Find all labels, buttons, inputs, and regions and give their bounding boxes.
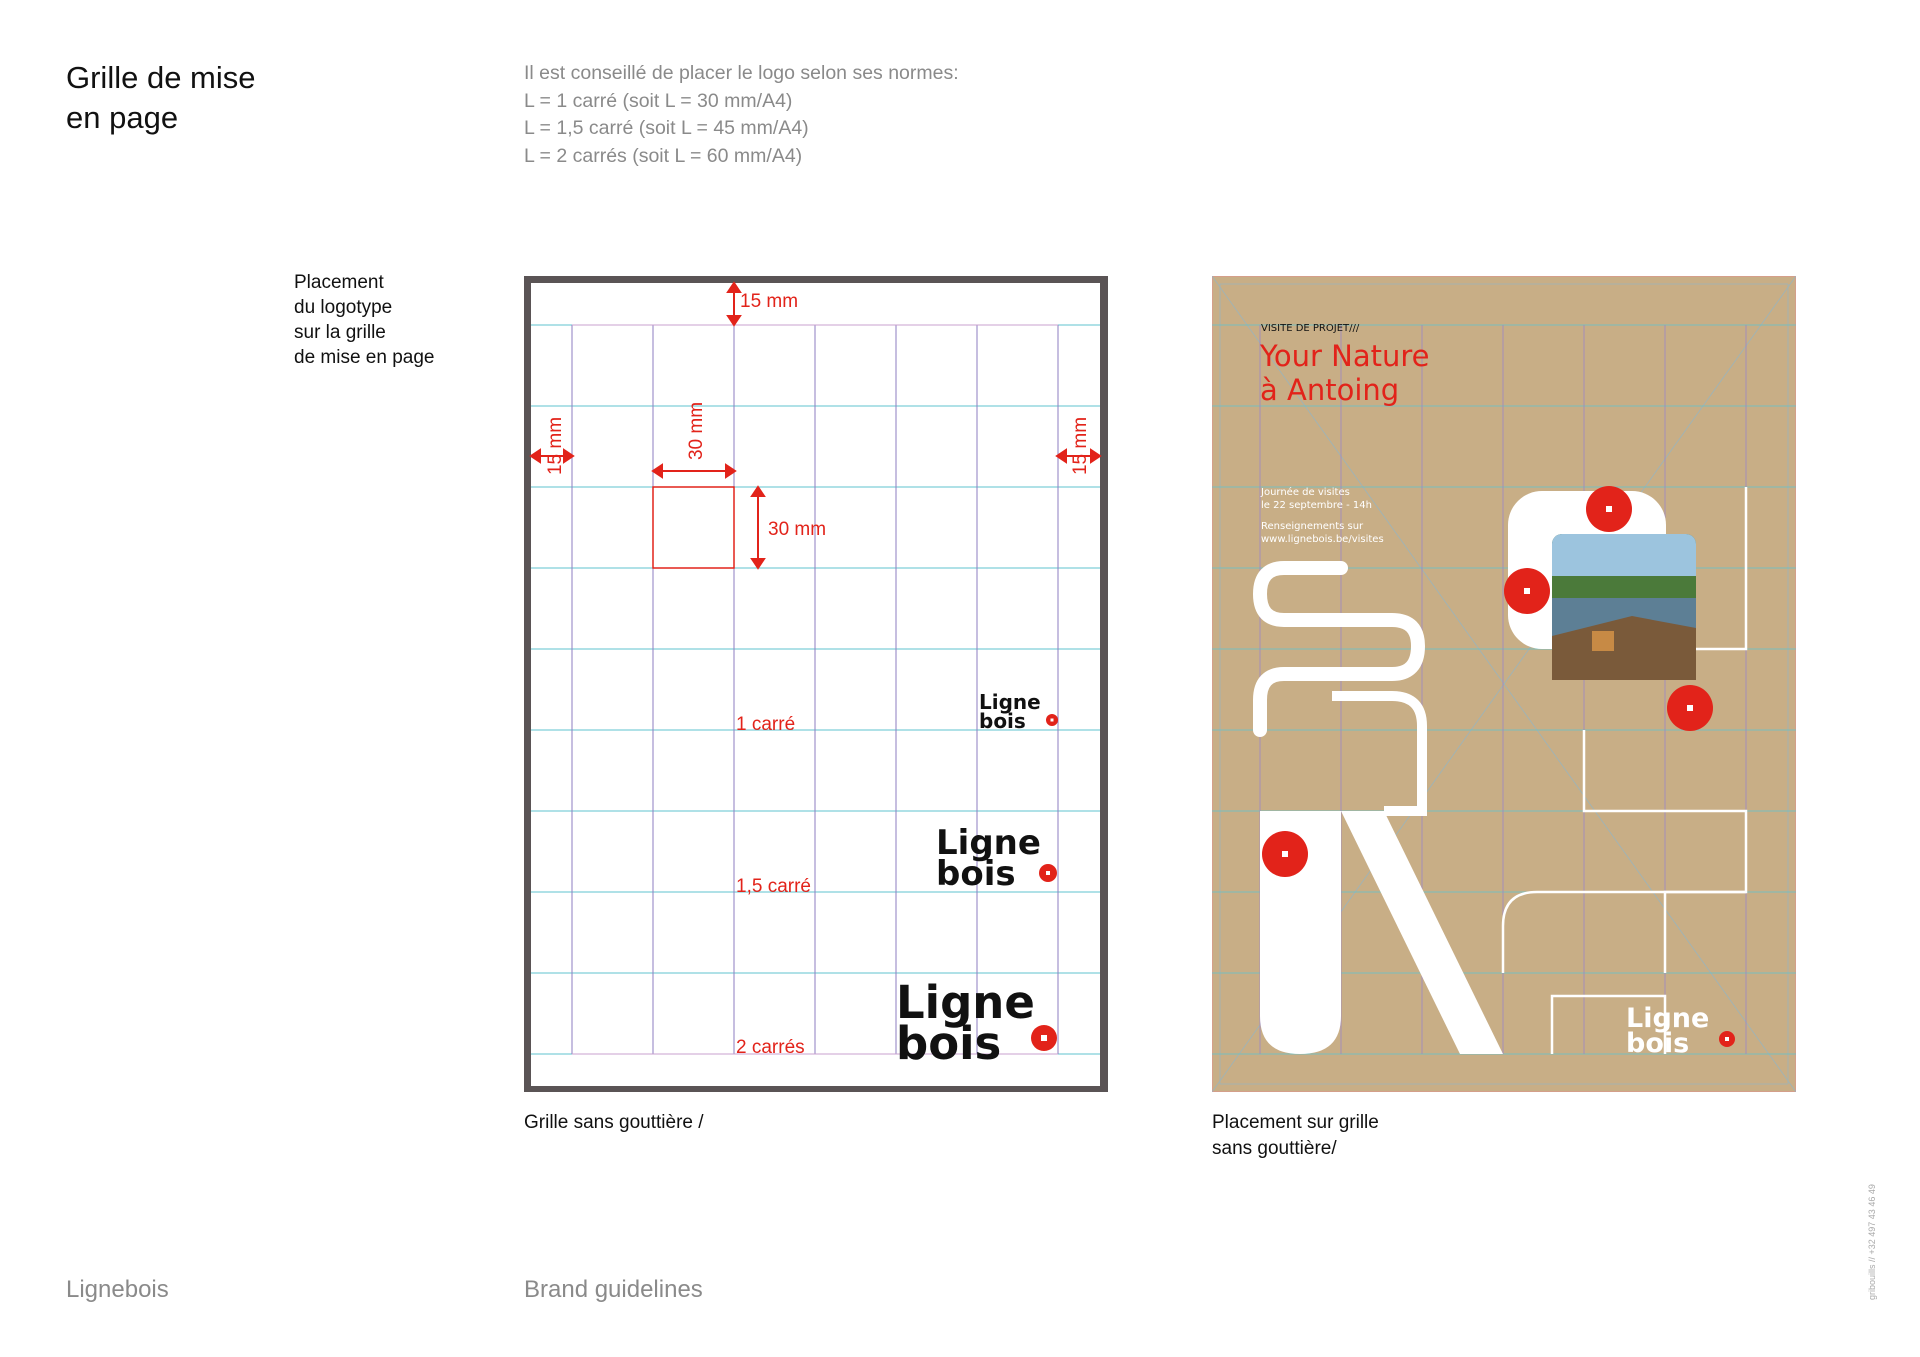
poster-logo: Ligne bois [1626, 1003, 1735, 1059]
footer-brand: Lignebois [66, 1276, 169, 1303]
dim-top-label: 15 mm [740, 291, 798, 312]
dim-square-width-label: 30 mm [686, 402, 707, 460]
layout-grid-panel: 15 mm 15 mm 15 mm 30 mm 30 mm 1 carré 1,… [524, 276, 1108, 1092]
logo-small-line2: bois [979, 709, 1026, 733]
logo-medium: Ligne bois [936, 823, 1057, 894]
logo-medium-line1: Ligne [936, 823, 1041, 863]
size-2-label: 2 carrés [736, 1037, 805, 1058]
logo-large-line1: Ligne [896, 976, 1035, 1029]
grid-margin-lines [572, 324, 1058, 1055]
logo-small: Ligne bois [979, 690, 1058, 733]
poster-photo [1552, 534, 1696, 680]
grid-caption: Grille sans gouttière / [524, 1112, 704, 1133]
poster-red-dots [1262, 486, 1713, 877]
size-1-label: 1 carré [736, 714, 795, 735]
logo-large-line2: bois [896, 1017, 1001, 1070]
poster-caption: Placement sur grille sans gouttière/ [1212, 1112, 1379, 1159]
intro-line-1: Il est conseillé de placer le logo selon… [524, 62, 959, 84]
intro-line-3: L = 1,5 carré (soit L = 45 mm/A4) [524, 117, 809, 139]
poster-headline-line2: à Antoing [1260, 373, 1399, 407]
page-title-line-2: en page [66, 100, 179, 135]
size-15-label: 1,5 carré [736, 876, 811, 897]
intro-text: Il est conseillé de placer le logo selon… [524, 60, 959, 170]
grid-vertical-lines [571, 325, 1059, 1054]
poster-panel: VISITE DE PROJET/// Your Nature à Antoin… [1212, 276, 1796, 1092]
logo-large: Ligne bois [896, 976, 1057, 1070]
poster-info-line1: Journée de visites [1260, 486, 1350, 498]
footer-credit-text: gribouills // +32 497 43 46 49 [1867, 1184, 1877, 1300]
page-title: Grille de mise en page [66, 58, 386, 138]
poster-diagonals [1212, 276, 1796, 1092]
footer-credit: gribouills // +32 497 43 46 49 [1867, 1180, 1879, 1300]
poster-info-line2: le 22 septembre - 14h [1261, 500, 1372, 511]
intro-line-4: L = 2 carrés (soit L = 60 mm/A4) [524, 144, 803, 167]
logo-small-line1: Ligne [979, 690, 1041, 714]
poster-info-line4: www.lignebois.be/visites [1261, 534, 1384, 545]
poster-headline-line1: Your Nature [1259, 339, 1429, 373]
logo-medium-line2: bois [936, 854, 1016, 894]
poster-kicker: VISITE DE PROJET/// [1261, 323, 1360, 334]
dim-right-label: 15 mm [1070, 417, 1091, 475]
poster-logo-line1: Ligne [1626, 1003, 1709, 1034]
unit-square [652, 486, 735, 569]
intro-line-2: L = 1 carré (soit L = 30 mm/A4) [524, 89, 793, 112]
dimension-arrows [529, 281, 1102, 570]
footer-doc-title: Brand guidelines [524, 1276, 703, 1303]
side-label: Placement du logotype sur la grille de m… [294, 272, 435, 368]
poster-logo-line2: bois [1626, 1028, 1689, 1059]
page-title-line-1: Grille de mise [66, 60, 256, 95]
dim-square-height-label: 30 mm [768, 519, 826, 540]
dim-left-label: 15 mm [545, 417, 566, 475]
poster-info-line3: Renseignements sur [1261, 521, 1364, 532]
